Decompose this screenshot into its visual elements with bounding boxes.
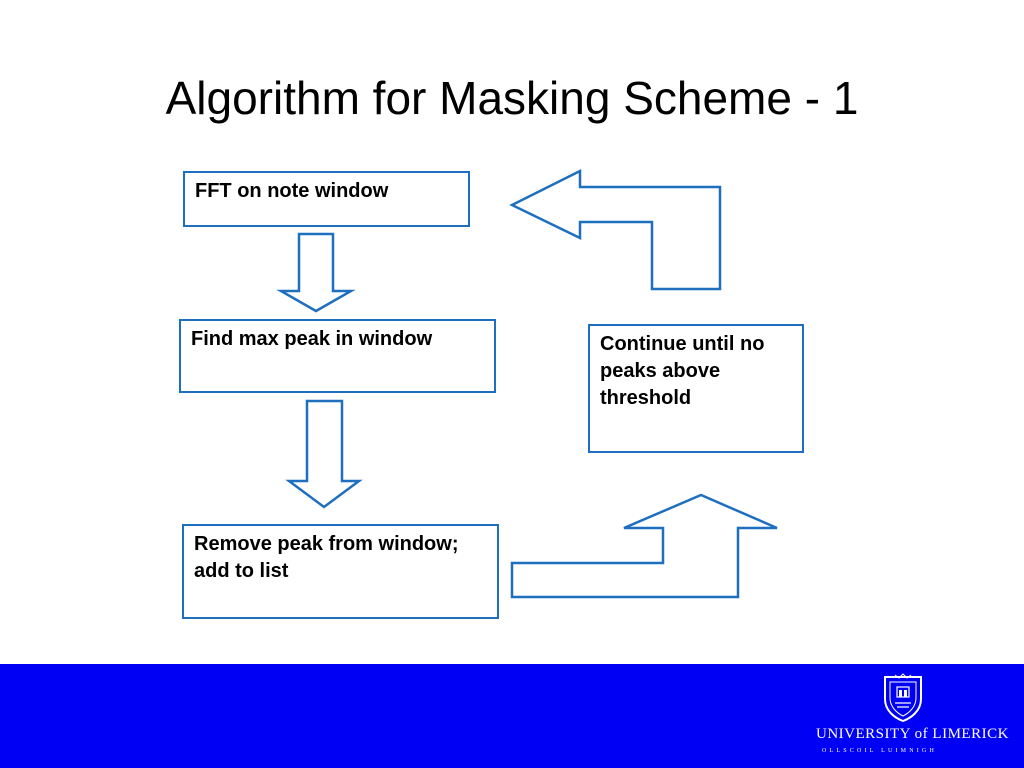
crest-icon bbox=[884, 673, 922, 723]
step-box-fft: FFT on note window bbox=[183, 171, 470, 227]
bent-left-arrow bbox=[509, 168, 722, 291]
step-box-continue: Continue until no peaks above threshold bbox=[588, 324, 804, 453]
slide-title: Algorithm for Masking Scheme - 1 bbox=[165, 72, 859, 124]
step-box-remove-peak: Remove peak from window; add to list bbox=[182, 524, 499, 619]
down-arrow-2 bbox=[285, 399, 363, 509]
step-box-find-peak: Find max peak in window bbox=[179, 319, 496, 393]
footer-band bbox=[0, 664, 1024, 768]
down-arrow-1 bbox=[276, 232, 356, 313]
university-logo-text: UNIVERSITY of LIMERICK bbox=[816, 726, 1009, 742]
university-logo-subtext: OLLSCOIL LUIMNIGH bbox=[822, 748, 938, 754]
bent-up-arrow bbox=[510, 493, 778, 599]
